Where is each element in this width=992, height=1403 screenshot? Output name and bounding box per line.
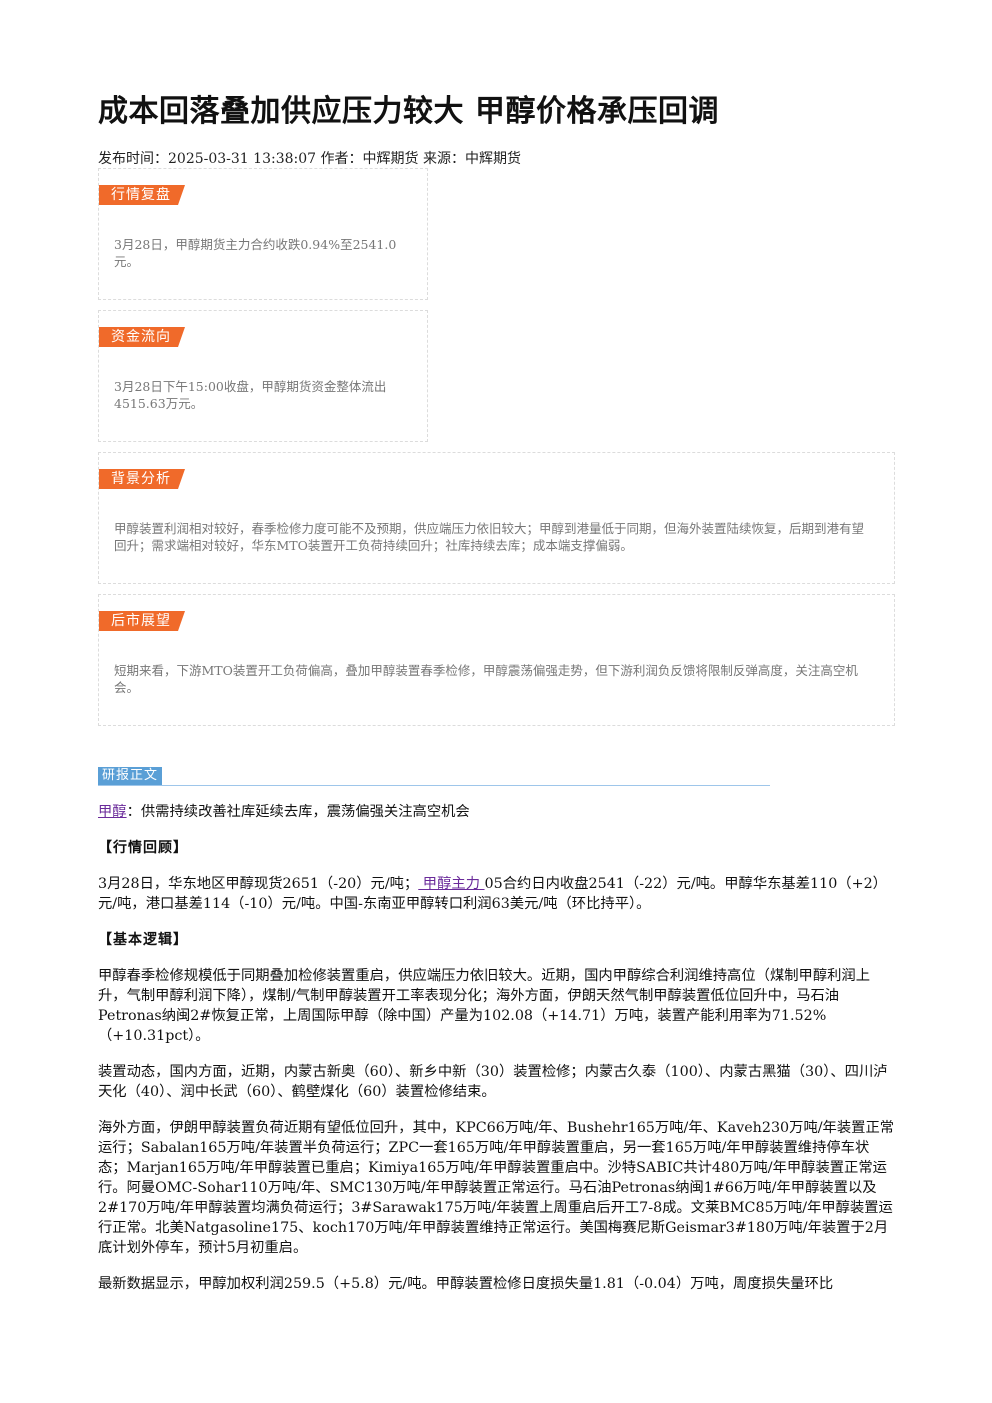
article-meta: 发布时间：2025-03-31 13:38:07 作者：中辉期货 来源：中辉期货 — [98, 151, 521, 167]
article-title: 成本回落叠加供应压力较大 甲醇价格承压回调 — [98, 94, 719, 129]
card-text: 短期来看，下游MTO装置开工负荷偏高，叠加甲醇装置春季检修，甲醇震荡偏强走势，但… — [114, 663, 858, 695]
report-intro: 甲醇：供需持续改善社库延续去库，震荡偏强关注高空机会 — [98, 802, 895, 822]
report-tag: 研报正文 — [98, 767, 163, 785]
summary-card-outlook: 后市展望 短期来看，下游MTO装置开工负荷偏高，叠加甲醇装置春季检修，甲醇震荡偏… — [98, 594, 895, 726]
card-tag: 资金流向 — [99, 327, 185, 347]
summary-card-review: 行情复盘 3月28日，甲醇期货主力合约收跌0.94%至2541.0元。 — [98, 168, 428, 300]
methanol-link[interactable]: 甲醇 — [98, 804, 127, 820]
card-text: 甲醇装置利润相对较好，春季检修力度可能不及预期，供应端压力依旧较大；甲醇到港量低… — [114, 521, 865, 553]
review-paragraph: 3月28日，华东地区甲醇现货2651（-20）元/吨； 甲醇主力 05合约日内收… — [98, 874, 895, 914]
logic-paragraph-3: 海外方面，伊朗甲醇装置负荷近期有望低位回升，其中，KPC66万吨/年、Bushe… — [98, 1120, 895, 1256]
logic-paragraph-2: 装置动态，国内方面，近期，内蒙古新奥（60）、新乡中新（30）装置检修；内蒙古久… — [98, 1064, 888, 1100]
card-tag: 背景分析 — [99, 469, 185, 489]
logic-paragraph-4: 最新数据显示，甲醇加权利润259.5（+5.8）元/吨。甲醇装置检修日度损失量1… — [98, 1276, 834, 1292]
intro-text: ：供需持续改善社库延续去库，震荡偏强关注高空机会 — [126, 804, 470, 820]
methanol-main-link[interactable]: 甲醇主力 — [418, 876, 485, 892]
card-tag: 行情复盘 — [99, 185, 185, 205]
logic-paragraph-1: 甲醇春季检修规模低于同期叠加检修装置重启，供应端压力依旧较大。近期，国内甲醇综合… — [98, 968, 871, 1044]
card-tag: 后市展望 — [99, 611, 185, 631]
card-text: 3月28日，甲醇期货主力合约收跌0.94%至2541.0元。 — [114, 237, 397, 269]
heading-review: 【行情回顾】 — [98, 840, 188, 856]
review-text-1: 3月28日，华东地区甲醇现货2651（-20）元/吨； — [98, 876, 419, 892]
heading-logic: 【基本逻辑】 — [98, 932, 188, 948]
card-text: 3月28日下午15:00收盘，甲醇期货资金整体流出4515.63万元。 — [114, 379, 387, 411]
summary-card-funds: 资金流向 3月28日下午15:00收盘，甲醇期货资金整体流出4515.63万元。 — [98, 310, 428, 442]
report-section-header: 研报正文 — [98, 767, 770, 787]
report-divider — [98, 785, 770, 786]
review-text-2: 05合约日内收盘2541（-22）元/吨。甲醇华东基差110（+2）元/吨，港口… — [98, 876, 887, 912]
summary-card-background: 背景分析 甲醇装置利润相对较好，春季检修力度可能不及预期，供应端压力依旧较大；甲… — [98, 452, 895, 584]
